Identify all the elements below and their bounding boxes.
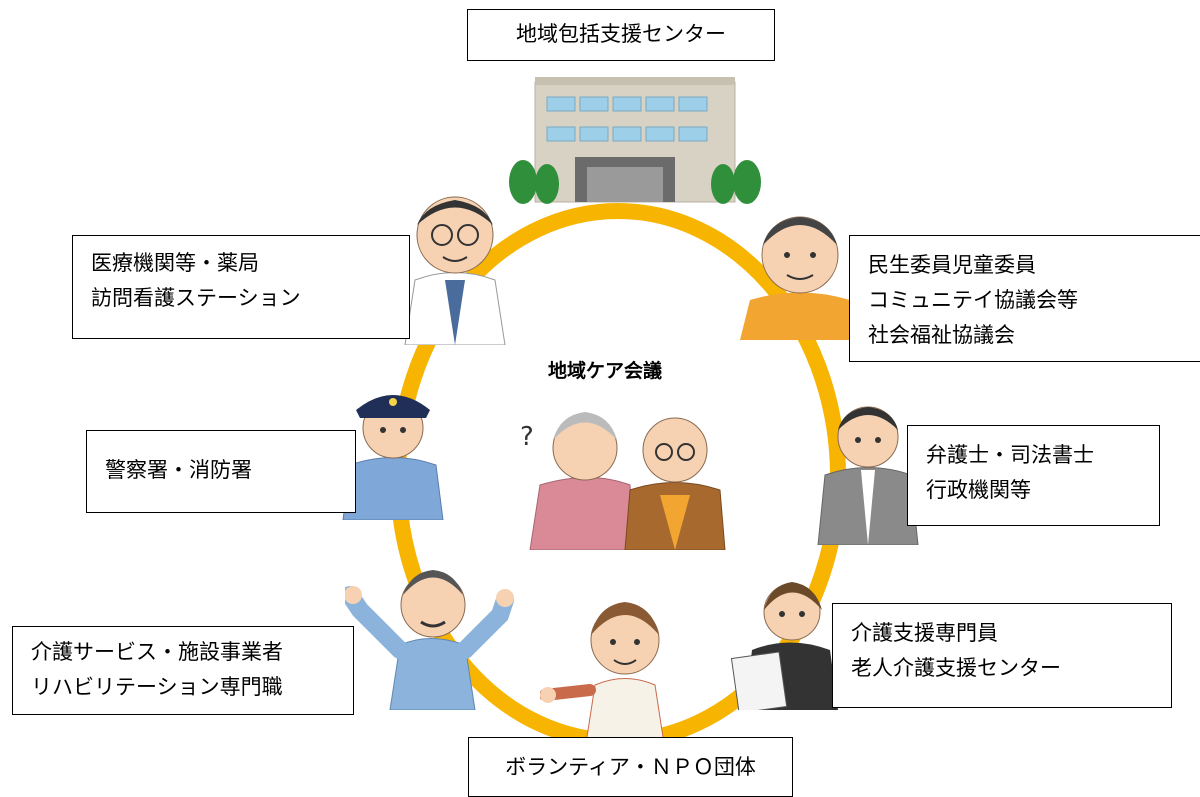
box-label: リハビリテーション専門職: [31, 675, 283, 699]
box-medical-institutions: 医療機関等・薬局 訪問看護ステーション: [72, 235, 410, 339]
volunteer-figure: [540, 602, 666, 750]
box-label: 民生委員児童委員: [868, 253, 1036, 277]
box-welfare-commissioners: 民生委員児童委員 コミュニテイ協議会等 社会福祉協議会: [849, 235, 1200, 362]
box-label: 介護支援専門員: [851, 621, 998, 645]
box-label: 老人介護支援センター: [851, 656, 1061, 680]
box-care-service-providers: 介護サービス・施設事業者 リハビリテーション専門職: [12, 626, 354, 715]
lawyer-figure: [817, 406, 919, 545]
box-legal-administrative: 弁護士・司法書士 行政機関等: [907, 425, 1160, 526]
box-label: 行政機関等: [926, 478, 1031, 502]
community-member-figure: [740, 216, 860, 340]
box-label: 訪問看護ステーション: [91, 286, 301, 310]
box-label: 社会福祉協議会: [868, 323, 1015, 347]
box-label: 弁護士・司法書士: [926, 443, 1094, 467]
box-regional-support-center: 地域包括支援センター: [467, 9, 775, 61]
police-officer-figure: [342, 395, 444, 520]
question-mark: ?: [520, 422, 534, 452]
care-worker-figure: [345, 570, 514, 710]
box-police-fire: 警察署・消防署: [86, 430, 356, 513]
box-label: 医療機関等・薬局: [91, 251, 259, 275]
center-title: 地域ケア会議: [548, 360, 663, 382]
doctor-figure: [404, 196, 506, 345]
care-manager-figure: [730, 582, 838, 710]
elderly-couple-figure: ?: [520, 412, 726, 550]
box-label: 介護サービス・施設事業者: [31, 640, 283, 664]
box-volunteer-npo: ボランティア・ＮＰＯ団体: [468, 737, 793, 797]
box-label: ボランティア・ＮＰＯ団体: [505, 755, 756, 779]
box-label: 警察署・消防署: [105, 458, 252, 482]
building-illustration: [509, 77, 761, 204]
box-label: コミュニテイ協議会等: [868, 288, 1078, 312]
box-label: 地域包括支援センター: [516, 22, 726, 46]
box-care-managers: 介護支援専門員 老人介護支援センター: [832, 603, 1172, 708]
